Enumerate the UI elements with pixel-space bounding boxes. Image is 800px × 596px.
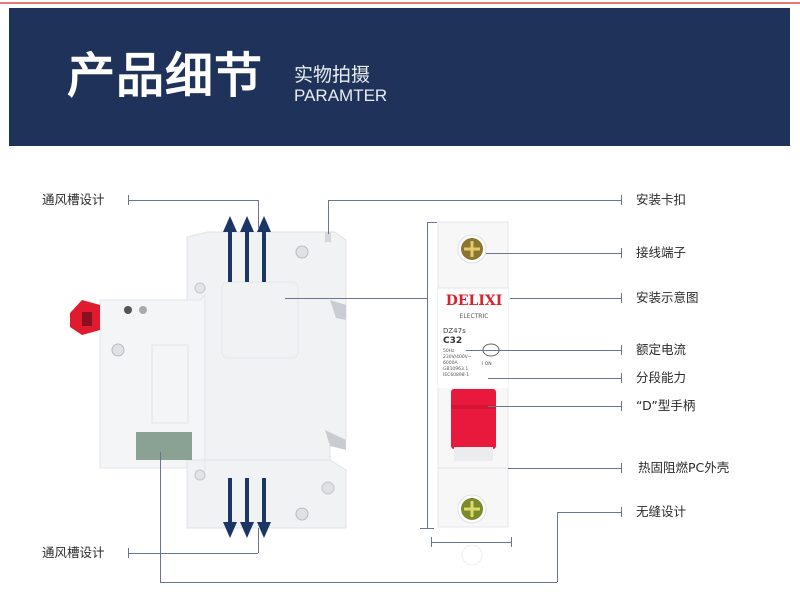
- dimension-cap-top: [427, 222, 437, 223]
- handle-d-red: [451, 389, 496, 449]
- callout-tick: [621, 248, 622, 258]
- vent-arrow-up-icon: [257, 216, 271, 232]
- din-clip-top: [330, 300, 346, 320]
- callout-line: [328, 200, 329, 234]
- vent-arrow-up-icon: [223, 216, 237, 232]
- callout-line: [488, 406, 621, 407]
- callout-label-d-handle: “D”型手柄: [636, 398, 696, 413]
- callout-line: [128, 200, 258, 201]
- status-window: [136, 432, 192, 460]
- spec-voltage: 230V/400V~: [443, 355, 472, 360]
- callout-tick: [621, 401, 622, 411]
- callout-label-install-clip: 安装卡扣: [636, 192, 687, 207]
- page-subtitle-cn: 实物拍摄: [294, 64, 371, 86]
- callout-line: [160, 452, 161, 582]
- spec-freq: 50Hz: [443, 349, 455, 354]
- callout-label-vent-bottom: 通风槽设计: [42, 545, 105, 560]
- vent-arrow-up-icon: [240, 216, 254, 232]
- callout-line: [557, 512, 558, 582]
- dimension-tick: [511, 537, 512, 547]
- callout-line: [285, 298, 427, 299]
- on-mark: I ON: [482, 362, 492, 367]
- vent-arrow-down-icon: [257, 522, 271, 538]
- callout-tick: [621, 195, 622, 205]
- callout-tick: [621, 373, 622, 383]
- callout-label-rated-current: 额定电流: [636, 342, 687, 357]
- page-subtitle-en: PARAMTER: [294, 86, 388, 105]
- screw: [194, 469, 206, 481]
- callout-line: [160, 582, 557, 583]
- screw: [194, 282, 206, 294]
- dimension-line-horizontal: [431, 542, 511, 543]
- callout-label-vent-top: 通风槽设计: [42, 192, 105, 207]
- dimension-tick: [431, 537, 432, 547]
- brand-logo: DELIXI: [445, 293, 503, 309]
- vent-arrow-down-icon: [223, 522, 237, 538]
- model-label: DZ47s: [443, 327, 466, 335]
- callout-tick: [621, 463, 622, 473]
- vent-arrow-down-shaft: [228, 478, 232, 524]
- screw: [111, 343, 125, 357]
- callout-tick: [621, 345, 622, 355]
- callout-line: [128, 553, 258, 554]
- brand-sub: ELECTRIC: [459, 313, 489, 320]
- callout-tick: [621, 293, 622, 303]
- rating-label: C32: [443, 336, 463, 346]
- din-clip-bottom: [325, 430, 346, 450]
- install-diagram: [221, 281, 299, 359]
- callout-line: [258, 528, 259, 553]
- vent-arrow-down-shaft: [262, 478, 266, 524]
- top-rule: [0, 2, 800, 4]
- callout-line: [557, 512, 621, 513]
- callout-line: [510, 298, 621, 299]
- embossed-label: [151, 344, 189, 424]
- callout-tick: [621, 507, 622, 517]
- front-plate: [438, 288, 508, 388]
- callout-label-install-diagram: 安装示意图: [636, 290, 699, 305]
- callout-line: [508, 468, 621, 469]
- vent-arrow-up-shaft: [262, 230, 266, 282]
- callout-line: [328, 200, 621, 201]
- indicator-dot: [139, 306, 147, 314]
- vent-arrow-down-shaft: [245, 478, 249, 524]
- header-banner: 产品细节 实物拍摄 PARAMTER: [9, 8, 790, 146]
- install-clip-notch: [325, 232, 331, 242]
- vent-arrow-down-icon: [240, 522, 254, 538]
- vent-arrow-up-shaft: [228, 230, 232, 282]
- vent-arrow-up-shaft: [245, 230, 249, 282]
- screw: [295, 507, 309, 521]
- callout-label-terminal: 接线端子: [636, 245, 687, 260]
- spec-breaking: 6000A: [443, 361, 458, 366]
- callout-label-pc-shell: 热固阻燃PC外壳: [638, 460, 730, 475]
- screw: [295, 245, 309, 259]
- callout-line: [488, 378, 621, 379]
- callout-label-seamless: 无缝设计: [636, 504, 687, 519]
- spec-std2: IEC60898-1: [443, 373, 470, 378]
- callout-line: [466, 350, 621, 351]
- callout-line: [258, 200, 259, 228]
- screw: [321, 481, 335, 495]
- callout-label-breaking-capacity: 分段能力: [636, 370, 687, 385]
- dimension-line-vertical: [427, 222, 428, 528]
- spec-std1: GB10963.1: [443, 367, 469, 372]
- indicator-dot: [124, 306, 132, 314]
- page-title: 产品细节: [67, 48, 264, 104]
- dimension-cap-bottom: [420, 528, 434, 529]
- callout-line: [486, 253, 621, 254]
